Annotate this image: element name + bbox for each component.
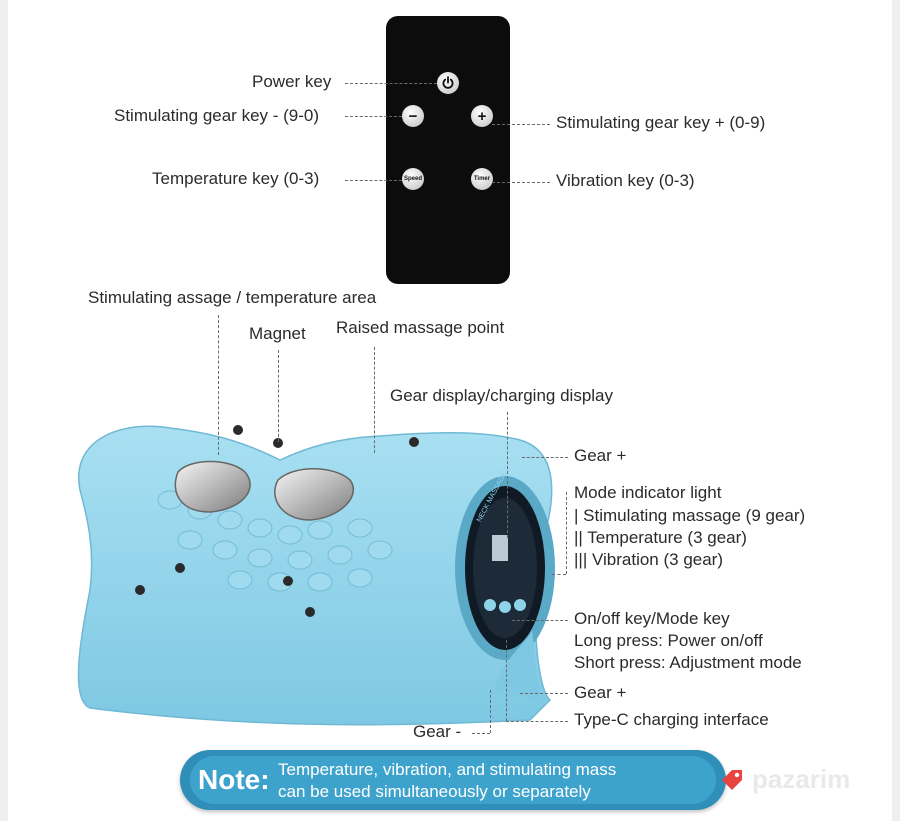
temperature-key-leader [345,180,402,181]
raised-point-label: Raised massage point [336,318,505,337]
mode-light-line-2: || Temperature (3 gear) [574,528,747,547]
gear-plus-top-leader [522,457,568,458]
left-frame-border [0,0,8,821]
note-title: Note: [198,764,270,795]
price-tag-icon [722,770,742,790]
magnet-label: Magnet [249,324,306,343]
plus-icon: + [477,107,487,125]
power-icon [442,76,454,89]
note-banner-inner [190,756,716,804]
stim-area-label: Stimulating assage / temperature area [88,288,377,307]
magnet-leader [278,350,279,442]
temperature-key-label: Temperature key (0-3) [152,169,320,188]
remote-control: − + Speed Timer [386,16,510,284]
mode-light-leader [552,574,566,575]
gear-plus-bottom-label: Gear + [574,683,627,702]
typec-leader-vertical [506,640,507,721]
note-line-1: Temperature, vibration, and stimulating … [278,760,617,779]
typec-leader [506,721,568,722]
stim-area-leader [218,315,219,455]
power-button[interactable] [437,72,459,94]
power-key-leader [345,83,437,84]
mode-light-line-3: ||| Vibration (3 gear) [574,550,724,569]
timer-button[interactable]: Timer [471,168,493,190]
gear-plus-bottom-leader [520,693,568,694]
gear-minus-label: Gear - [413,722,462,741]
raised-point-leader [374,347,375,453]
stim-plus-label: Stimulating gear key + (0-9) [556,113,766,132]
note-line-2: can be used simultaneously or separately [278,782,591,801]
mode-light-title: Mode indicator light [574,483,722,502]
stim-minus-leader [345,116,402,117]
speed-button[interactable]: Speed [402,168,424,190]
gear-plus-top-label: Gear + [574,446,627,465]
massager-device-illustration [77,425,555,726]
onoff-line-1: Long press: Power on/off [574,631,763,650]
vibration-key-label: Vibration key (0-3) [556,171,695,190]
vibration-key-leader [492,182,550,183]
mode-light-bracket [566,492,567,574]
gear-display-leader [507,412,508,538]
plus-button[interactable]: + [471,105,493,127]
power-key-label: Power key [252,72,332,91]
typec-label: Type-C charging interface [574,710,769,729]
gear-display-label: Gear display/charging display [390,386,614,405]
timer-button-label: Timer [473,176,491,182]
stim-plus-leader [492,124,550,125]
onoff-title: On/off key/Mode key [574,609,730,628]
gear-minus-leader [472,733,490,734]
watermark-text: pazarim [752,764,851,794]
minus-icon: − [408,107,418,125]
minus-button[interactable]: − [402,105,424,127]
speed-button-label: Speed [403,176,422,182]
mode-light-line-1: | Stimulating massage (9 gear) [574,506,806,525]
right-frame-border [892,0,900,821]
onoff-line-2: Short press: Adjustment mode [574,653,802,672]
onoff-leader [512,620,568,621]
gear-minus-leader-vertical [490,690,491,733]
stim-minus-label: Stimulating gear key - (9-0) [114,106,320,125]
note-banner [180,750,726,810]
